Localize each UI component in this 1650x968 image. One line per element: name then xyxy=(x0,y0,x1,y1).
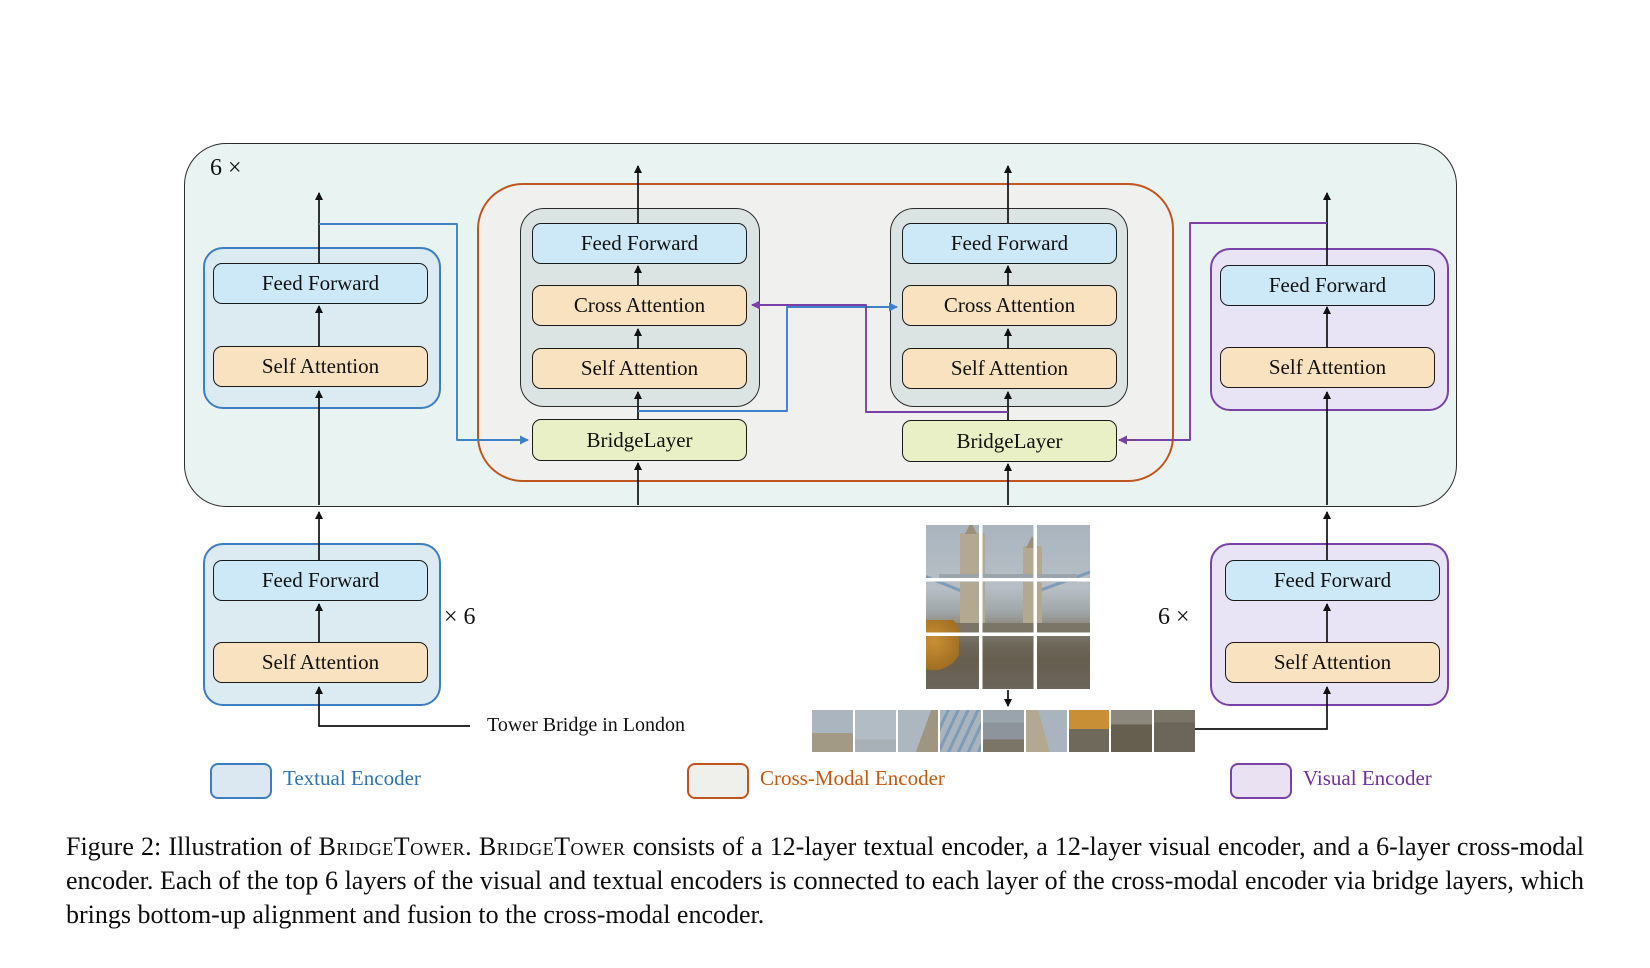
figure-caption: Figure 2: Illustration of BridgeTower. B… xyxy=(66,830,1584,932)
textual-top-feed-forward-box: Feed Forward xyxy=(213,263,428,304)
textual-bottom-feed-forward-box: Feed Forward xyxy=(213,560,428,601)
cross-left-self-attention-box: Self Attention xyxy=(532,348,747,389)
image-patch xyxy=(1025,710,1067,752)
image-patch xyxy=(983,710,1024,752)
input-image-tower-bridge xyxy=(926,525,1090,689)
image-patch xyxy=(940,710,982,752)
caption-mid: . xyxy=(465,832,479,861)
image-grid-lines xyxy=(926,525,1090,689)
visual-top-self-attention-box: Self Attention xyxy=(1220,347,1435,388)
legend-swatch-textual xyxy=(210,763,272,799)
image-patch xyxy=(812,710,853,752)
repeat-count-top-left: 6 × xyxy=(210,155,242,181)
legend-label-visual: Visual Encoder xyxy=(1303,766,1432,790)
textual-bottom-self-attention-box: Self Attention xyxy=(213,642,428,683)
caption-rest: consists of a 12-layer textual encoder, … xyxy=(66,832,1585,929)
image-patch-row xyxy=(812,710,1196,752)
caption-brand: BridgeTower xyxy=(478,832,626,861)
cross-right-self-attention-box: Self Attention xyxy=(902,348,1117,389)
cross-right-feed-forward-box: Feed Forward xyxy=(902,223,1117,264)
textual-top-self-attention-box: Self Attention xyxy=(213,346,428,387)
image-patch xyxy=(1068,710,1110,752)
image-patch xyxy=(1154,710,1196,752)
image-patch xyxy=(897,710,939,752)
image-patch xyxy=(1111,710,1153,752)
cross-left-feed-forward-box: Feed Forward xyxy=(532,223,747,264)
cross-right-cross-attention-box: Cross Attention xyxy=(902,285,1117,326)
image-patch xyxy=(854,710,896,752)
bridge-layer-left-box: BridgeLayer xyxy=(532,419,747,461)
visual-bottom-self-attention-box: Self Attention xyxy=(1225,642,1440,683)
caption-prefix: Figure 2: Illustration of xyxy=(66,832,319,861)
bridge-layer-right-box: BridgeLayer xyxy=(902,420,1117,462)
cross-left-cross-attention-box: Cross Attention xyxy=(532,285,747,326)
legend-swatch-cross-modal xyxy=(687,763,749,799)
legend-label-cross-modal: Cross-Modal Encoder xyxy=(760,766,945,790)
repeat-count-bottom-left: × 6 xyxy=(444,604,476,630)
legend-swatch-visual xyxy=(1230,763,1292,799)
visual-bottom-feed-forward-box: Feed Forward xyxy=(1225,560,1440,601)
legend-label-textual: Textual Encoder xyxy=(283,766,421,790)
text-input-label: Tower Bridge in London xyxy=(487,714,686,736)
caption-brand: BridgeTower xyxy=(318,832,466,861)
repeat-count-bottom-right: 6 × xyxy=(1158,604,1190,630)
visual-top-feed-forward-box: Feed Forward xyxy=(1220,265,1435,306)
